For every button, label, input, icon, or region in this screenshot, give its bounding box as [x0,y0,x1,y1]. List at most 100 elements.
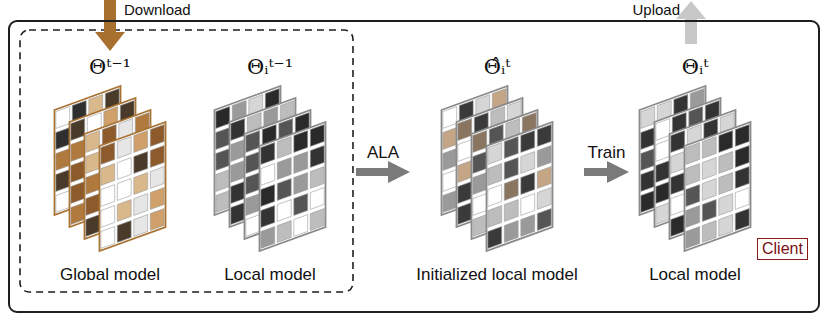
weight-cell [101,164,115,186]
weight-cell [261,185,275,207]
weight-cell [134,131,148,153]
weight-cell [443,170,457,192]
weight-cell [443,191,457,213]
weight-cell [686,206,700,228]
dashed-group [20,30,353,292]
weight-cell [686,143,700,165]
weight-cell [216,170,230,192]
weight-cell [56,128,70,150]
model-box: ΘᵢᵗLocal model [630,55,760,285]
weight-cell [473,173,487,195]
weight-cell [504,200,518,222]
weight-cell [443,149,457,171]
model-stack [55,86,166,251]
weight-cell [117,158,131,180]
weight-cell [261,143,275,165]
weight-cell [216,149,230,171]
weight-cell [277,179,291,201]
weight-cell [719,131,733,153]
weight-cell [458,182,472,204]
weight-cell [150,209,164,231]
weight-cell [686,185,700,207]
weight-cell [735,125,749,147]
weight-cell [473,131,487,153]
weight-cell [671,152,685,174]
weight-cell [134,152,148,174]
weight-cell [101,143,115,165]
client-tag: Client [757,238,808,260]
weight-cell [443,107,457,129]
weight-cell [310,209,324,231]
weight-cell [310,188,324,210]
weight-cell [537,125,551,147]
weight-cell [537,167,551,189]
weight-cell [277,200,291,222]
weight-cell [117,221,131,243]
download-label: Download [124,1,191,19]
weight-cell [735,167,749,189]
weight-cell [735,146,749,168]
weight-cell [71,119,85,141]
weight-cell [294,173,308,195]
model-box: Θᵗ⁻¹Global model [35,55,185,285]
weight-cell [686,227,700,249]
weight-cell [458,119,472,141]
weight-cell [261,164,275,186]
weight-cell [656,182,670,204]
weight-cell [86,173,100,195]
weight-cell [537,188,551,210]
weight-cell [216,191,230,213]
weight-cell [71,203,85,225]
weight-cell [134,215,148,237]
weight-cell [56,149,70,171]
weight-cell [521,215,535,237]
weight-cell [521,173,535,195]
arrow-label: ALA [367,143,399,163]
weight-cell [719,215,733,237]
weight-cell [117,137,131,159]
weight-cell [656,140,670,162]
weight-cell [86,194,100,216]
weight-cell [671,215,685,237]
weight-cell [294,215,308,237]
weight-cell [56,170,70,192]
weight-cell [150,146,164,168]
weight-cell [231,182,245,204]
weight-cell [488,164,502,186]
weight-cell [702,158,716,180]
weight-cell [537,209,551,231]
weight-cell [231,203,245,225]
weight-cell [488,143,502,165]
weight-cell [719,152,733,174]
weight-cell [310,146,324,168]
weight-cell [117,179,131,201]
weight-cell [261,206,275,228]
weight-cell [310,125,324,147]
arrow-label: Train [587,143,625,163]
weight-cell [310,167,324,189]
upload-label: Upload [632,1,680,19]
process-arrow [584,168,617,176]
weight-cell [246,194,260,216]
weight-cell [150,125,164,147]
weight-cell [702,221,716,243]
weight-cell [277,221,291,243]
weight-cell [735,188,749,210]
weight-cell [537,146,551,168]
weight-layer [100,122,166,251]
weight-cell [504,221,518,243]
weight-cell [101,227,115,249]
model-box: Θ̂ᵢᵗInitialized local model [411,55,583,285]
weight-cell [702,200,716,222]
weight-layer [260,122,326,251]
weight-cell [86,152,100,174]
weight-cell [656,203,670,225]
weight-layer [487,122,553,251]
upload-arrow-head [676,1,706,19]
weight-cell [294,194,308,216]
weight-cell [86,131,100,153]
weight-cell [246,131,260,153]
parameter-symbol: Θᵢᵗ [682,55,709,79]
process-arrow [356,168,398,176]
weight-cell [473,194,487,216]
